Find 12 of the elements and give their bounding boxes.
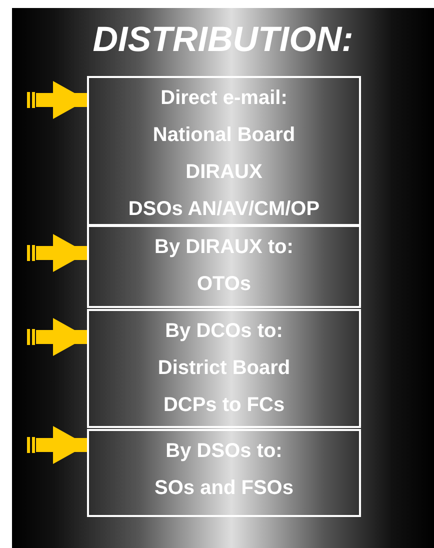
box-text: By DSOs to: — [166, 439, 282, 464]
arrow — [27, 234, 87, 272]
arrow — [27, 318, 87, 356]
arrow — [27, 426, 87, 464]
box-text: SOs and FSOs — [154, 476, 294, 501]
text-box — [87, 429, 361, 517]
text-box — [87, 309, 361, 428]
text-box — [87, 76, 361, 226]
text-box — [87, 225, 361, 308]
box-text: OTOs — [196, 272, 252, 297]
box-text: By DCOs to: — [165, 319, 283, 344]
arrow — [27, 81, 87, 119]
